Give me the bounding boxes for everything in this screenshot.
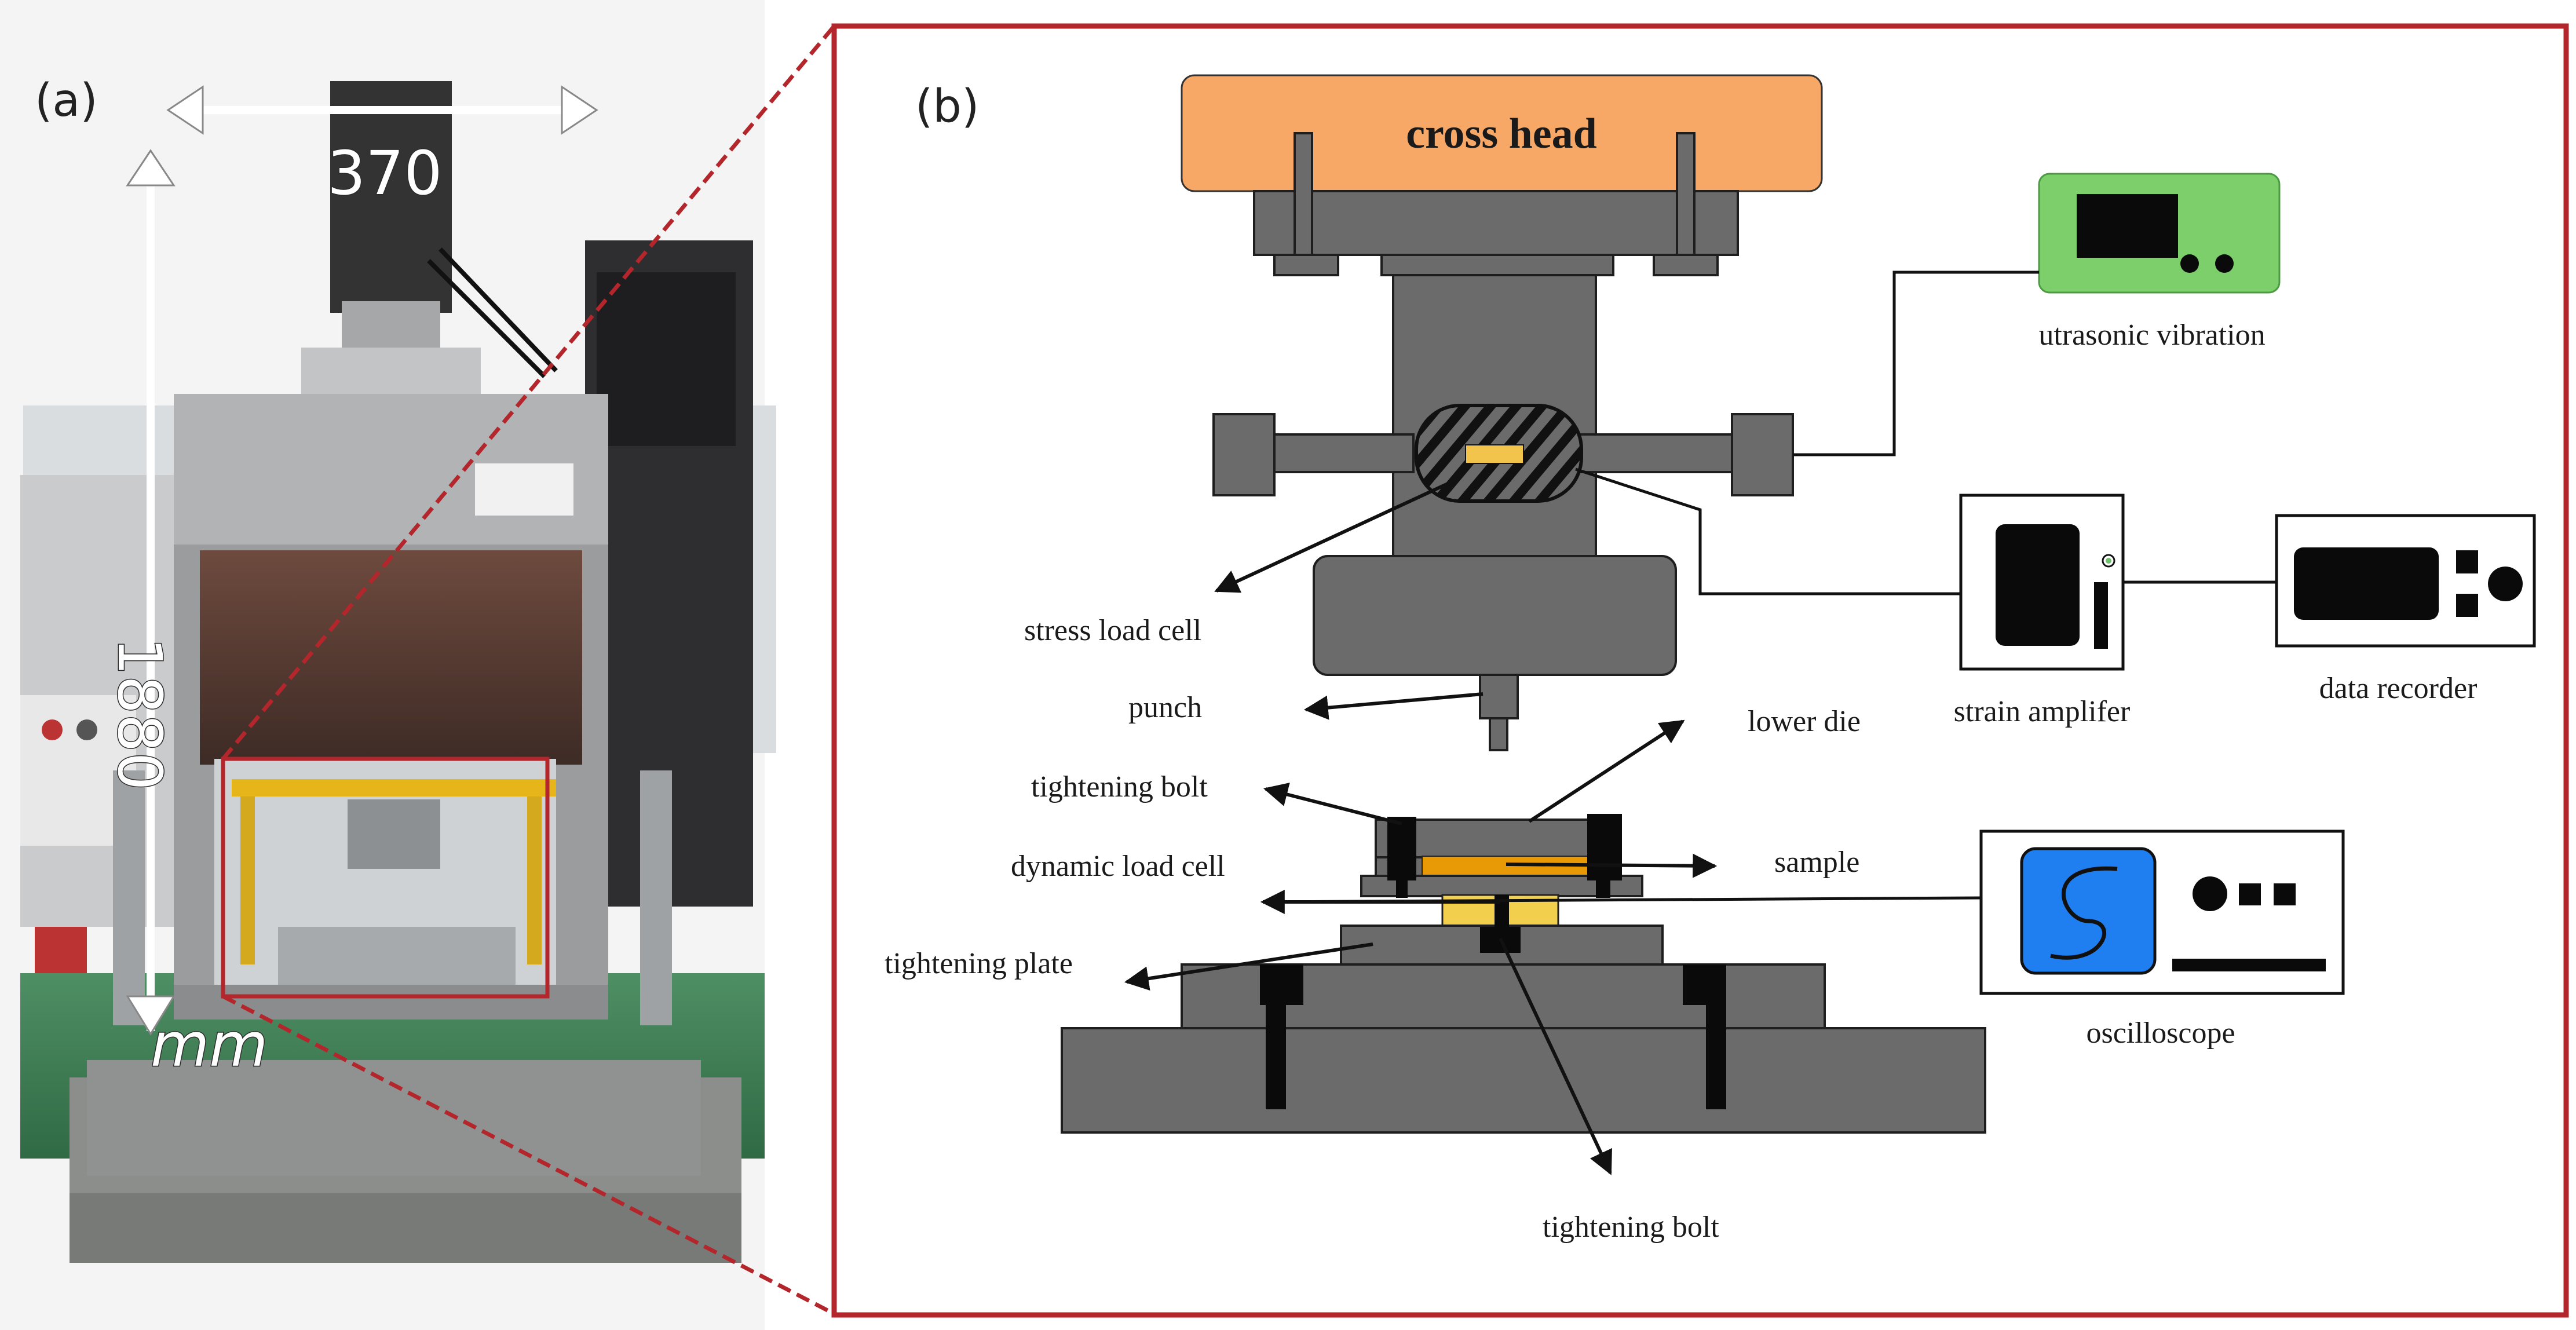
width-dimension-value: 370: [327, 138, 443, 209]
label-data-recorder: data recorder: [2319, 672, 2478, 705]
panel-b-schematic: (b) cross head: [831, 23, 2569, 1318]
panel-a-label: (a): [35, 75, 98, 127]
label-punch: punch: [1128, 691, 1202, 724]
sample: [1422, 856, 1602, 879]
panel-a-photo: 370 1880 mm (a): [0, 0, 776, 1330]
label-lower-die: lower die: [1748, 705, 1861, 738]
label-oscilloscope: oscilloscope: [2086, 1017, 2235, 1050]
label-dynamic-load-cell: dynamic load cell: [1011, 850, 1225, 883]
label-stress-load-cell: stress load cell: [1024, 614, 1201, 647]
label-tightening-plate: tightening plate: [885, 947, 1073, 980]
panel-b-label: (b): [915, 81, 979, 133]
crosshead-label: cross head: [1406, 110, 1597, 158]
label-tightening-bolt-upper: tightening bolt: [1031, 770, 1208, 803]
height-dimension-value: 1880: [104, 637, 175, 791]
label-ultrasonic: utrasonic vibration: [2038, 319, 2265, 352]
zoom-connector-top: [221, 24, 836, 761]
label-tightening-bolt-lower: tightening bolt: [1543, 1211, 1719, 1244]
label-sample: sample: [1774, 846, 1859, 879]
zoom-connector-bottom: [222, 994, 835, 1316]
photo-highlight-box: [221, 757, 550, 999]
dimension-unit: mm: [151, 1010, 268, 1080]
label-strain-amplifier: strain amplifer: [1954, 695, 2131, 728]
